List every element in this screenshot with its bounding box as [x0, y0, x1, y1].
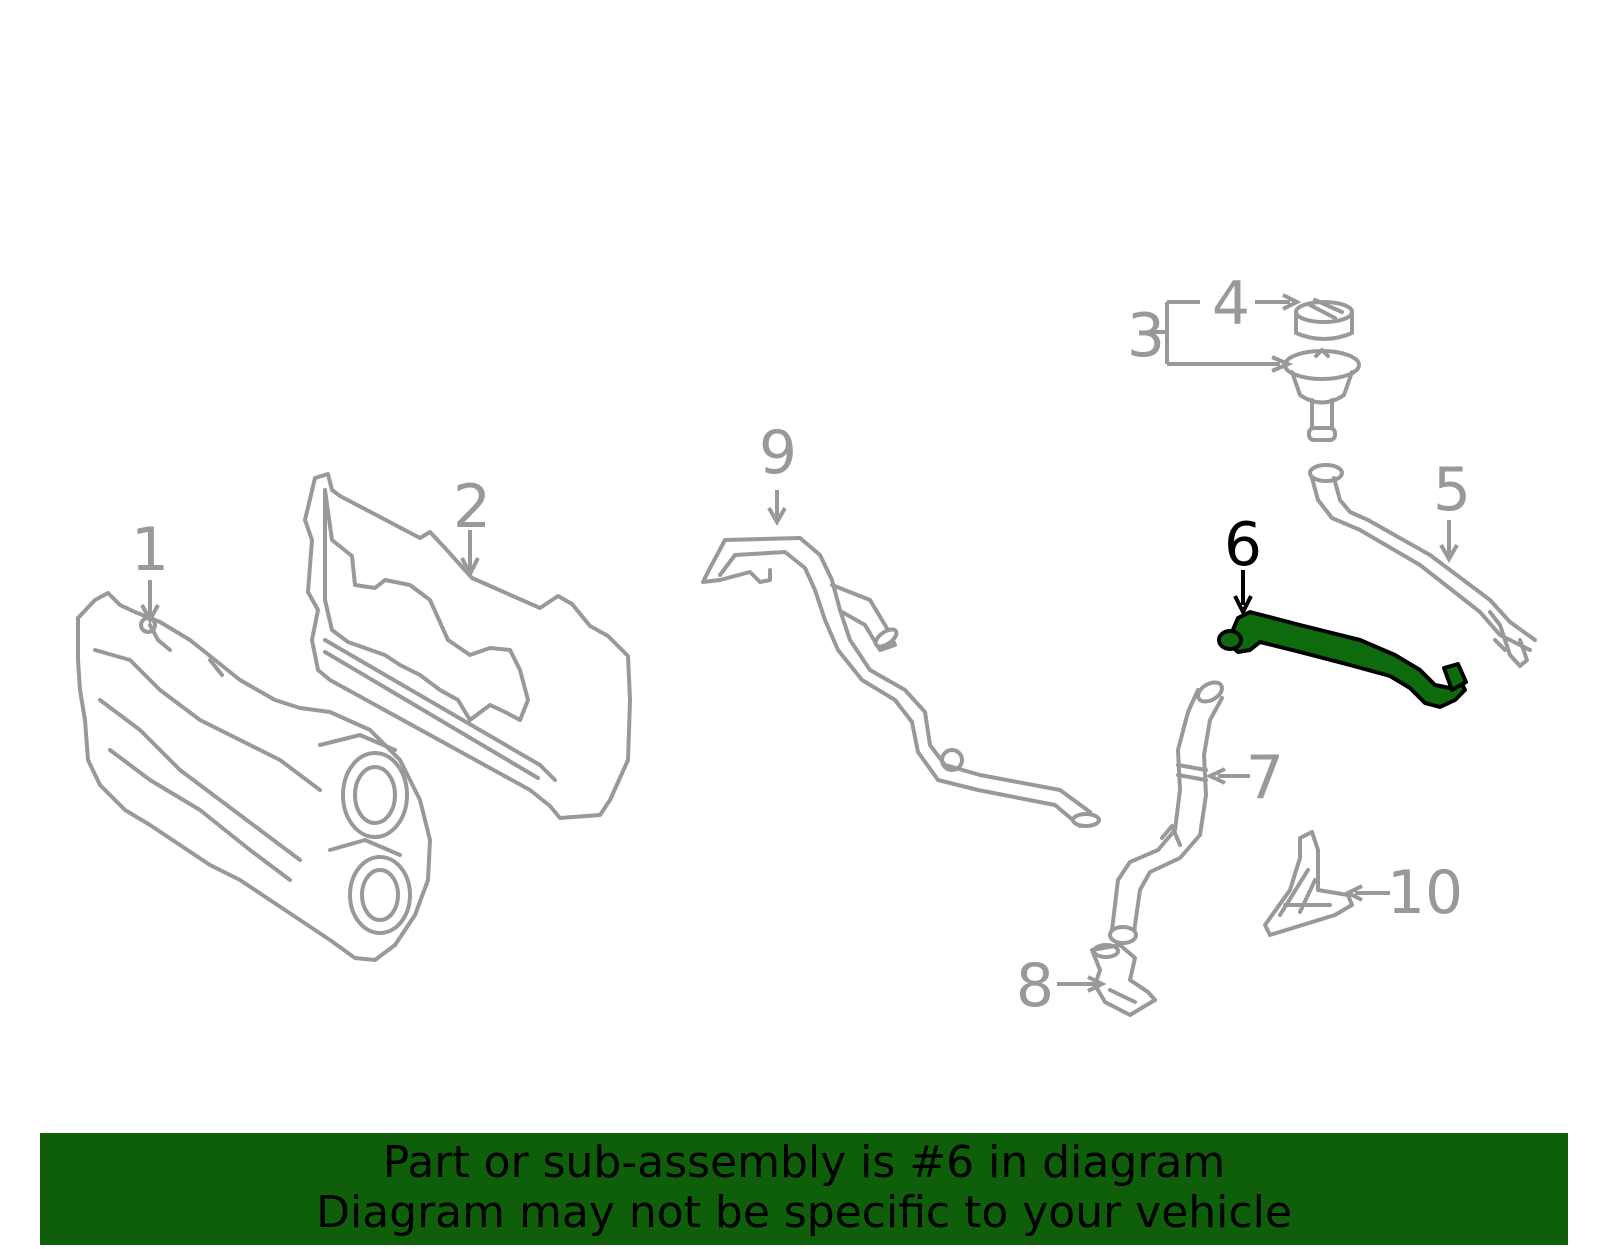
leader-9-arrowhead	[767, 507, 787, 527]
part-10-bracket[interactable]	[1263, 830, 1354, 937]
leader-10-arrowhead	[1343, 884, 1363, 902]
leader-7-arrowhead	[1205, 767, 1226, 785]
leader-6-arrowhead	[1233, 595, 1253, 617]
banner-line-disclaimer: Diagram may not be specific to your vehi…	[316, 1187, 1292, 1238]
leader-4-arrowhead	[1282, 293, 1302, 311]
banner-line-part-number: Part or sub-assembly is #6 in diagram	[382, 1137, 1226, 1188]
callout-7[interactable]: 7	[1246, 743, 1284, 813]
part-7-coolant-hose[interactable]	[1108, 679, 1225, 945]
callout-10[interactable]: 10	[1387, 858, 1463, 928]
callout-9[interactable]: 9	[759, 418, 797, 488]
part-3-oil-filler-neck[interactable]	[1283, 348, 1361, 442]
callout-6[interactable]: 6	[1224, 510, 1262, 580]
callout-1[interactable]: 1	[131, 515, 169, 585]
part-1-intake-manifold[interactable]	[76, 591, 432, 962]
callout-2[interactable]: 2	[453, 472, 491, 542]
leader-3-bracket	[1150, 300, 1280, 366]
leader-8-arrowhead	[1087, 975, 1107, 993]
leader-2-arrowhead	[460, 557, 480, 579]
callout-8[interactable]: 8	[1016, 951, 1054, 1021]
part-2-gasket[interactable]	[303, 472, 632, 820]
part-8-coolant-outlet[interactable]	[1090, 943, 1157, 1017]
part-5-breather-hose[interactable]	[1308, 463, 1537, 668]
leader-1-arrowhead	[140, 604, 160, 625]
callout-4[interactable]: 4	[1212, 269, 1250, 339]
leader-5-arrowhead	[1439, 544, 1459, 564]
info-banner: Part or sub-assembly is #6 in diagram Di…	[40, 1133, 1568, 1245]
callout-5[interactable]: 5	[1433, 455, 1471, 525]
part-4-oil-filler-cap[interactable]	[1294, 298, 1354, 341]
part-9-pcv-tube[interactable]	[701, 536, 1101, 828]
part-6-ventilation-hose[interactable]	[1217, 610, 1468, 709]
leader-3-arrowhead	[1271, 355, 1293, 373]
callout-3[interactable]: 3	[1127, 301, 1165, 371]
